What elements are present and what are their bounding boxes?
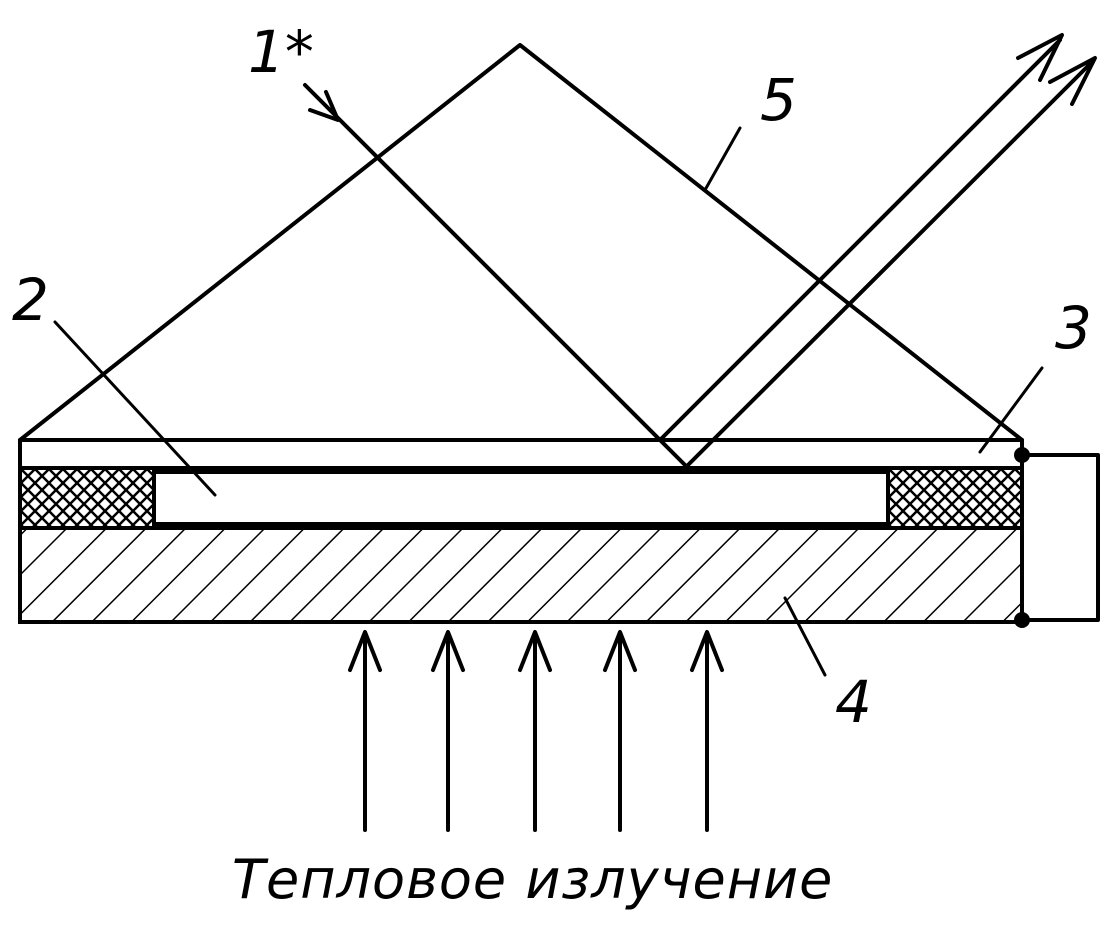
caption: Тепловое излучение [232,848,833,911]
layer-4-substrate [20,528,1022,622]
reflected-ray-2 [688,62,1092,465]
spacer-left [20,468,154,528]
electrode-connection [1022,455,1098,620]
label-3: 3 [1055,294,1092,362]
layer-3-plate [20,440,1022,468]
layer-2-gap [154,472,888,524]
incident-ray [305,85,685,465]
contact-dot-top [1014,447,1030,463]
prism [20,45,1022,440]
thermal-arrows [350,632,722,830]
label-1: 1* [248,18,314,86]
spacer-right [888,468,1022,528]
contact-dot-bottom [1014,612,1030,628]
label-4: 4 [835,668,872,736]
label-2: 2 [12,266,49,334]
label-5: 5 [760,66,797,134]
reflected-ray-1 [660,40,1060,440]
leader-5 [705,128,740,190]
